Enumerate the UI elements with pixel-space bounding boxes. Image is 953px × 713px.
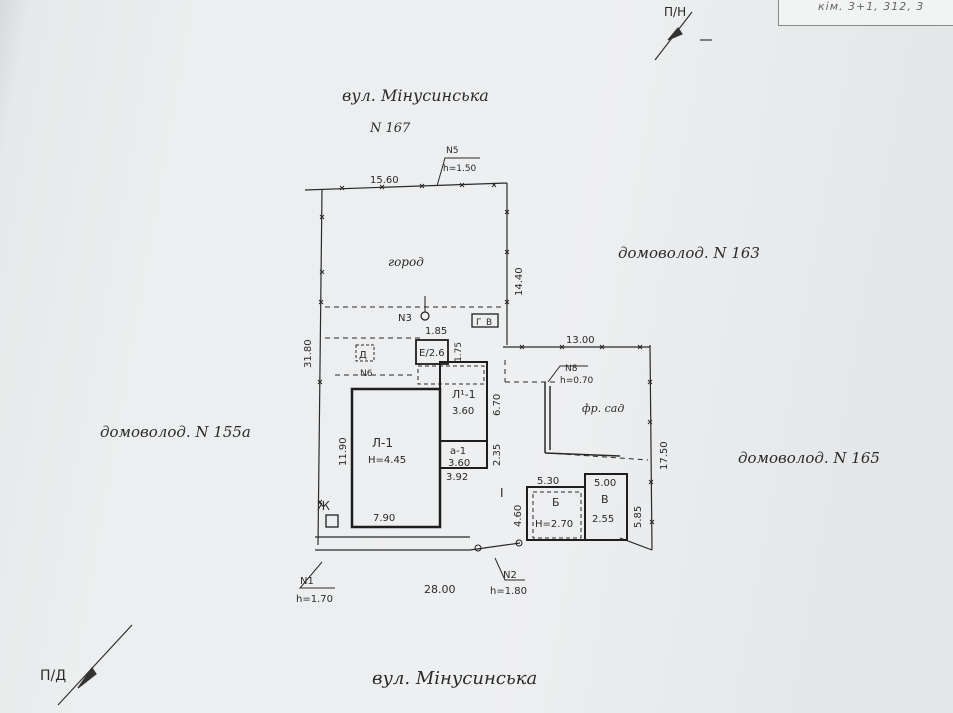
extension-1 xyxy=(439,361,488,442)
shed-d xyxy=(355,344,375,362)
porch xyxy=(417,365,485,385)
ext2-height: 3.60 xyxy=(448,458,470,469)
fence-n5: N5 xyxy=(446,146,458,156)
dim-middle-top: 13.00 xyxy=(566,335,595,346)
orchard-label: фр. сад xyxy=(582,402,624,415)
fence-n6: N6 xyxy=(360,369,373,379)
ext1-side: 6.70 xyxy=(492,394,503,416)
fence-n2-height: h=1.80 xyxy=(490,586,527,597)
fence-n3: N3 xyxy=(398,313,412,324)
street-top-number: N 167 xyxy=(369,121,411,136)
dim-left-side: 31.80 xyxy=(303,339,314,368)
shed-v-label: В xyxy=(601,493,609,506)
dim-right-upper: 14.40 xyxy=(514,267,525,296)
leader-lines xyxy=(298,157,588,589)
fence-n2: N2 xyxy=(503,570,517,581)
shed-e-label: Е/2.6 xyxy=(419,348,445,359)
shed-e-side: 1.75 xyxy=(454,342,464,362)
north-arrow-bottom xyxy=(57,624,133,706)
dim-top-length: 15.60 xyxy=(370,175,399,186)
fence-marks xyxy=(317,182,655,525)
toilet-label: Г xyxy=(476,318,482,328)
ext2-width: 3.92 xyxy=(446,472,468,483)
well-circle xyxy=(420,311,430,321)
shed-b-height: Н=2.70 xyxy=(535,519,573,530)
shed-e xyxy=(415,339,449,365)
fence-n8: N8 xyxy=(565,364,578,374)
north-bottom-label: П/Д xyxy=(40,668,66,684)
north-top-label: П/Н xyxy=(664,5,686,19)
ext1-label: Л¹-1 xyxy=(452,388,476,401)
fence-n1-height: h=1.70 xyxy=(296,594,333,605)
north-arrow-top xyxy=(654,11,712,61)
plot-boundary xyxy=(304,182,653,551)
garden-label: город xyxy=(388,255,424,269)
neighbor-left: домоволод. N 155а xyxy=(100,423,251,441)
fence-n8-height: h=0.70 xyxy=(560,376,594,386)
stamp-text: кім. 3+1, 312, 3 xyxy=(818,0,925,13)
dim-right-lower: 17.50 xyxy=(659,441,670,470)
shed-b-side: 4.60 xyxy=(513,505,524,527)
yard-label: I xyxy=(500,486,504,500)
shed-v-top: 5.00 xyxy=(594,478,616,489)
small-square xyxy=(325,514,339,528)
shed-v xyxy=(584,473,628,541)
dim-bottom-length: 28.00 xyxy=(424,583,456,596)
shed-v-height: 2.55 xyxy=(592,514,614,525)
gate-circle-1 xyxy=(474,544,482,552)
extension-2 xyxy=(439,440,488,469)
gate-circle-2 xyxy=(515,539,523,547)
main-house-width: 7.90 xyxy=(373,513,395,524)
fence-n1: N1 xyxy=(300,576,314,587)
street-top-name: вул. Мінусинська xyxy=(342,86,489,105)
stamp-box xyxy=(778,0,953,26)
street-bottom-name: вул. Мінусинська xyxy=(372,668,537,689)
ext1-height: 3.60 xyxy=(452,406,474,417)
main-house-label: Л-1 xyxy=(372,436,393,450)
bottom-left-label: Ж xyxy=(317,499,330,513)
shed-e-top: 1.85 xyxy=(425,326,447,337)
shed-b xyxy=(526,486,586,541)
dashed-lines xyxy=(325,306,649,461)
ext2-side: 2.35 xyxy=(492,444,503,466)
main-house-height: Н=4.45 xyxy=(368,455,406,466)
shed-b-top: 5.30 xyxy=(537,476,559,487)
dim-left-house-side: 11.90 xyxy=(338,437,349,466)
neighbor-right-bottom: домоволод. N 165 xyxy=(738,449,880,467)
neighbor-right-top: домоволод. N 163 xyxy=(618,244,760,262)
toilet-label-2: В xyxy=(486,318,492,328)
orchard-fence xyxy=(544,382,621,457)
shed-d-label: Д xyxy=(359,350,367,361)
fence-n5-height: h=1.50 xyxy=(443,164,477,174)
toilet-box xyxy=(471,313,499,328)
shed-b-label: Б xyxy=(552,496,560,509)
ext2-label: а-1 xyxy=(450,446,466,457)
shed-v-side: 5.85 xyxy=(633,506,644,528)
shed-b-inner xyxy=(532,491,582,539)
